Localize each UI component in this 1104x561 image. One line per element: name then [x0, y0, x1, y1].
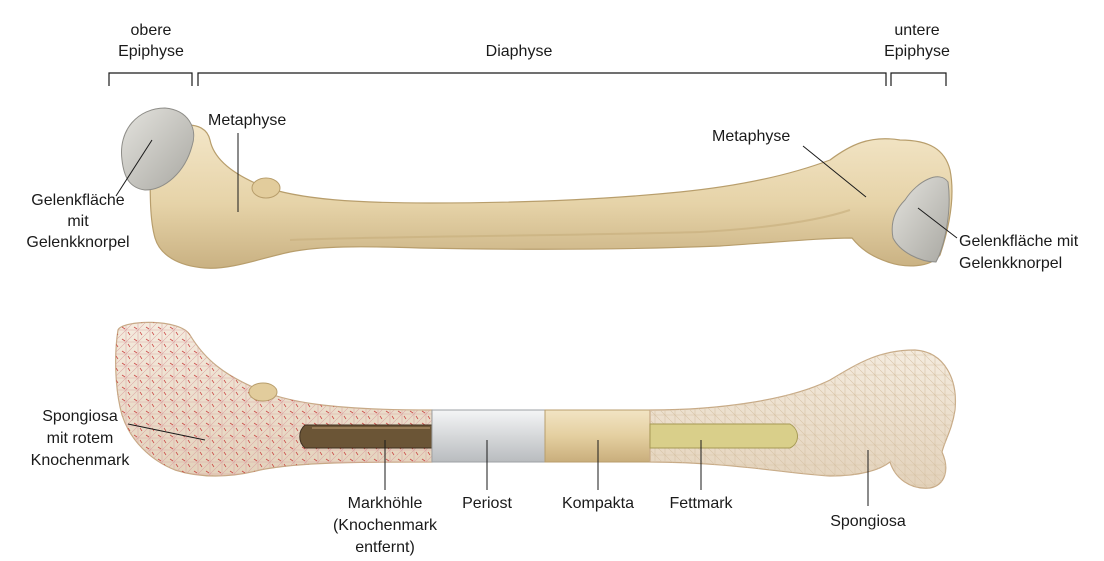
label-metaphyse-right: Metaphyse	[712, 128, 790, 145]
label-gelenk-right-1: Gelenkfläche mit	[959, 233, 1079, 250]
label-epiphyse-upper: Epiphyse	[118, 43, 184, 60]
label-metaphyse-left: Metaphyse	[208, 112, 286, 129]
femur-section	[116, 322, 956, 488]
label-epiphyse-lower: Epiphyse	[884, 43, 950, 60]
label-markhoehle-3: entfernt)	[355, 539, 415, 556]
label-markhoehle-2: (Knochenmark	[333, 517, 438, 534]
epiphyse-upper-bracket	[109, 73, 192, 86]
label-gelenk-left-1: Gelenkfläche	[31, 192, 124, 209]
diaphyse-bracket	[198, 73, 886, 86]
label-periost: Periost	[462, 495, 512, 512]
label-gelenk-left-2: mit	[67, 213, 89, 230]
label-spongiosa-rot-3: Knochenmark	[31, 452, 131, 469]
epiphyse-lower-bracket	[891, 73, 946, 86]
label-markhoehle-1: Markhöhle	[348, 495, 423, 512]
femur-external	[121, 108, 951, 268]
label-obere: obere	[131, 22, 172, 39]
label-kompakta: Kompakta	[562, 495, 634, 512]
label-diaphyse: Diaphyse	[486, 43, 553, 60]
label-spongiosa-rot-2: mit rotem	[47, 430, 114, 447]
label-untere: untere	[894, 22, 939, 39]
label-gelenk-right-2: Gelenkknorpel	[959, 255, 1062, 272]
label-fettmark: Fettmark	[669, 495, 733, 512]
label-spongiosa: Spongiosa	[830, 513, 906, 530]
label-gelenk-left-3: Gelenkknorpel	[26, 234, 129, 251]
label-spongiosa-rot-1: Spongiosa	[42, 408, 118, 425]
